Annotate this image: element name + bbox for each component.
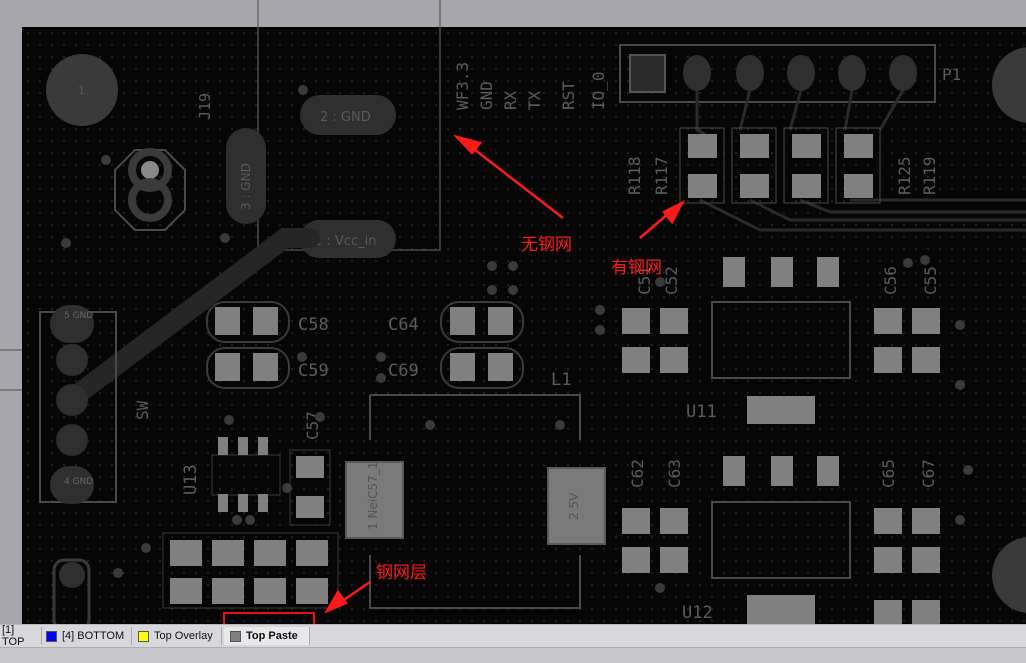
status-strip: [0, 647, 1026, 663]
pad-gnd-label: 2 : GND: [320, 110, 371, 125]
mounting-hole-right: [992, 47, 1026, 123]
annotation-has-stencil: 有钢网: [611, 258, 662, 278]
header-bottom-label: 4 GND: [64, 477, 93, 487]
layer-tabs-bar: [1] TOP [4] BOTTOM Top Overlay Top Paste: [0, 624, 1026, 648]
designator-l1: L1: [551, 370, 571, 390]
designator-c55: C55: [921, 266, 940, 295]
designator-c62: C62: [628, 459, 647, 488]
layer-tab-label: Top Paste: [246, 630, 298, 642]
layer-tab-top-overlay[interactable]: Top Overlay: [132, 627, 222, 645]
p1-pin-label: WF3.3: [453, 62, 472, 110]
pcb-canvas[interactable]: 1 J19 2 : GND 3 : GND 1 : Vcc_in P1 WF3.…: [0, 0, 1026, 624]
designator-c67: C67: [919, 459, 938, 488]
designator-c51: C51: [635, 266, 654, 295]
pad-vcc: [300, 220, 396, 258]
layer-tab-label: Top Overlay: [154, 630, 213, 642]
designator-c58: C58: [298, 315, 329, 335]
layer-color-swatch: [46, 630, 57, 642]
designator-sw: SW: [133, 400, 152, 420]
designator-c65: C65: [879, 459, 898, 488]
mounting-hole: [46, 54, 118, 126]
designator-c69: C69: [388, 361, 419, 381]
annotation-no-stencil: 无钢网: [521, 235, 572, 255]
layer-tab-bottom[interactable]: [4] BOTTOM: [40, 627, 132, 645]
designator-c52: C52: [662, 266, 681, 295]
p1-pin-label: RST: [559, 81, 578, 110]
inductor-right-label: 2 5V: [567, 492, 581, 520]
pad-gnd-vertical: [226, 128, 266, 224]
annotation-stencil-layer: 钢网层: [376, 563, 427, 583]
designator-u11: U11: [686, 402, 717, 422]
p1-pin-label: GND: [477, 81, 496, 110]
hole-pin-label: 1: [78, 84, 85, 97]
designator-u12: U12: [682, 603, 713, 623]
mounting-hole-right-bottom: [992, 537, 1026, 613]
designator-c63: C63: [665, 459, 684, 488]
designator-r117: R117: [652, 156, 671, 195]
layer-tab-label: [4] BOTTOM: [62, 630, 125, 642]
designator-c56: C56: [881, 266, 900, 295]
designator-j19: J19: [196, 93, 214, 120]
layer-tab-top-paste[interactable]: Top Paste: [224, 627, 310, 645]
designator-u13: U13: [181, 464, 201, 495]
p1-pin-label: IO_0: [589, 71, 608, 110]
layer-tab-top[interactable]: [1] TOP: [0, 624, 42, 648]
inductor-left-label: 1 NeiC57_1: [366, 462, 380, 530]
designator-c59: C59: [298, 361, 329, 381]
designator-p1: P1: [942, 65, 961, 84]
pcb-board[interactable]: [22, 27, 1026, 624]
pad-gnd-vertical-label: 3 : GND: [239, 163, 253, 210]
layer-tab-label: [1] TOP: [2, 624, 25, 648]
designator-r118: R118: [625, 156, 644, 195]
layer-color-swatch: [230, 630, 241, 642]
pad-vcc-label: 1 : Vcc_in: [314, 234, 376, 249]
designator-c64: C64: [388, 315, 419, 335]
pad-gnd: [300, 95, 396, 135]
p1-pin-label: TX: [525, 90, 544, 110]
p1-pin-label: RX: [501, 90, 520, 110]
designator-r125: R125: [895, 156, 914, 195]
designator-r119: R119: [920, 156, 939, 195]
layer-color-swatch: [138, 630, 149, 642]
header-top-label: 5 GND: [64, 311, 93, 321]
